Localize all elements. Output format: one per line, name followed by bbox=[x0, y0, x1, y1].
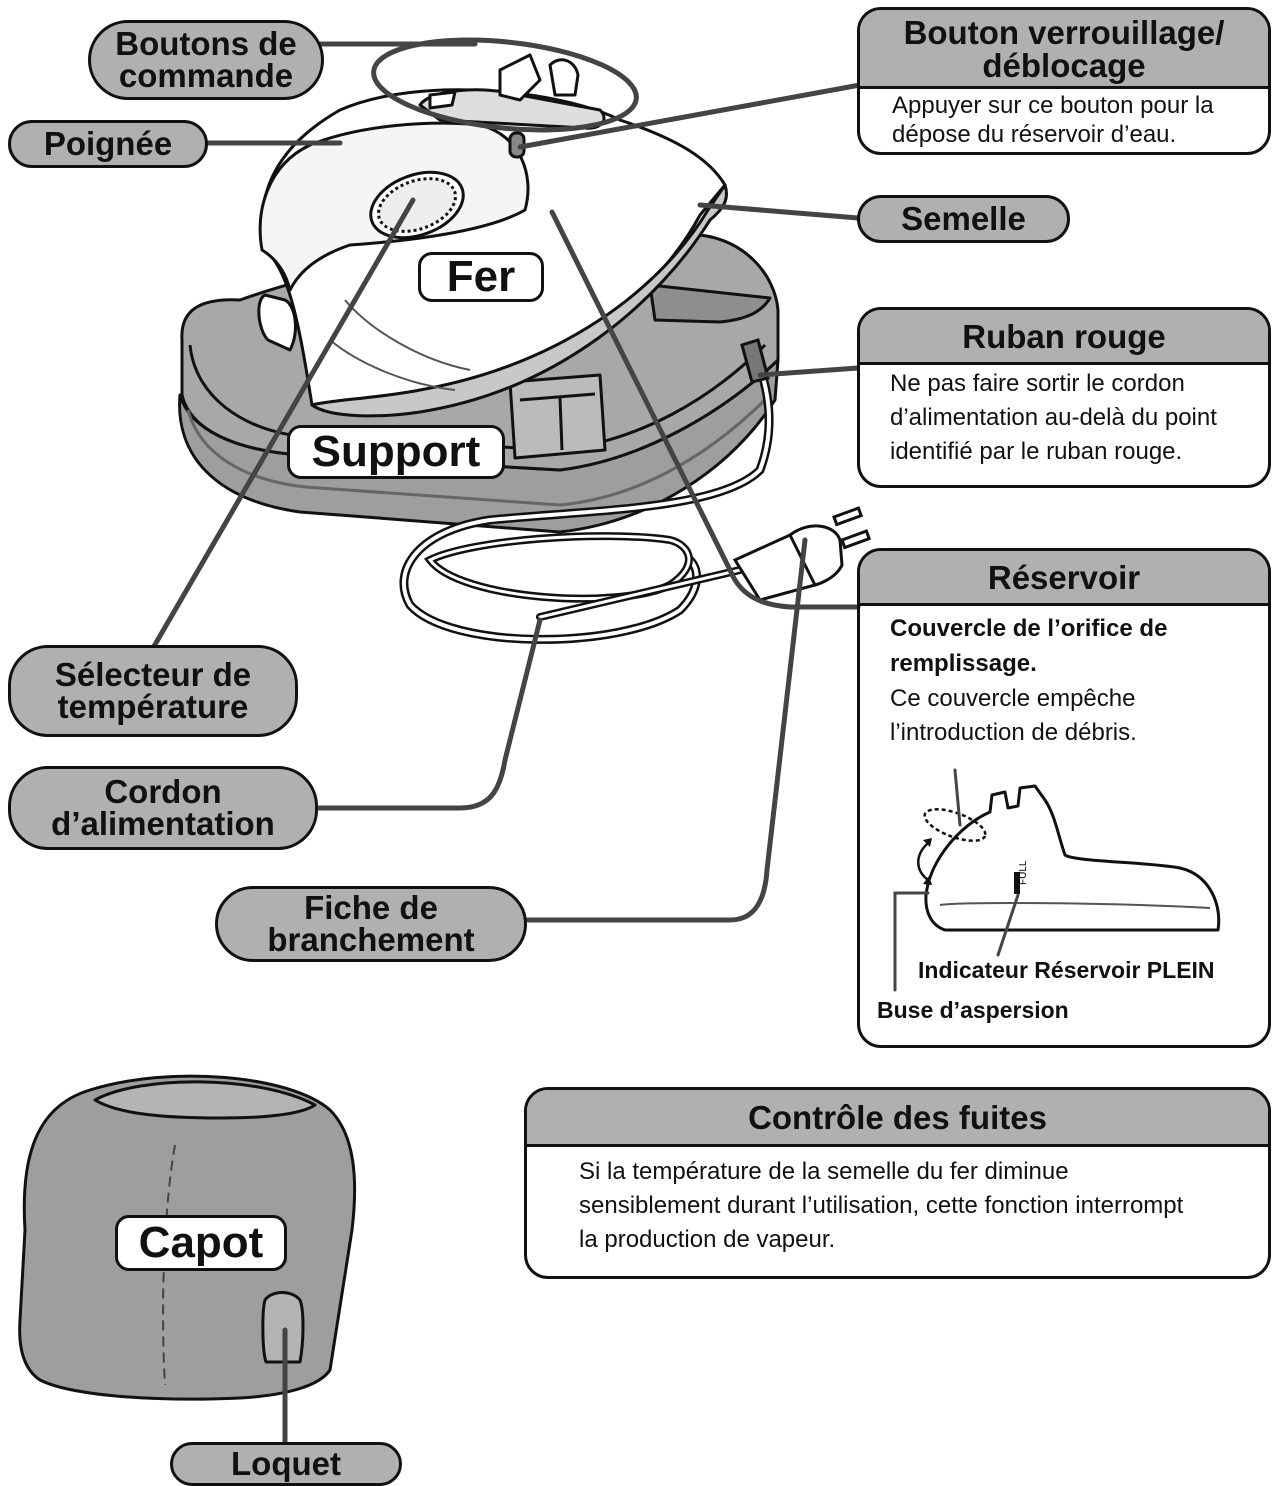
leader-semelle bbox=[700, 205, 858, 218]
box-ruban-rouge-title: Ruban rouge bbox=[860, 310, 1268, 365]
box-controle-fuites-body: Si la température de la semelle du fer d… bbox=[527, 1147, 1268, 1257]
box-reservoir-title: Réservoir bbox=[860, 551, 1268, 606]
box-bouton-verrouillage: Bouton verrouillage/ déblocage Appuyer s… bbox=[857, 7, 1271, 155]
label-buse-aspersion: Buse d’aspersion bbox=[877, 997, 1069, 1024]
tag-capot: Capot bbox=[115, 1215, 287, 1271]
label-poignee: Poignée bbox=[8, 120, 208, 168]
box-bouton-verrouillage-body: Appuyer sur ce bouton pour la dépose du … bbox=[860, 89, 1268, 150]
label-loquet: Loquet bbox=[170, 1442, 402, 1486]
box-controle-fuites-title: Contrôle des fuites bbox=[527, 1090, 1268, 1147]
reservoir-subtitle: Couvercle de l’orifice de remplissage. bbox=[890, 612, 1268, 682]
box-ruban-rouge: Ruban rouge Ne pas faire sortir le cordo… bbox=[857, 307, 1271, 488]
tag-support: Support bbox=[287, 425, 505, 479]
box-ruban-rouge-body: Ne pas faire sortir le cordon d’alimenta… bbox=[860, 365, 1268, 469]
box-controle-fuites: Contrôle des fuites Si la température de… bbox=[524, 1087, 1271, 1279]
leader-cordon bbox=[318, 620, 540, 808]
box-bouton-verrouillage-title: Bouton verrouillage/ déblocage bbox=[860, 10, 1268, 89]
tag-fer: Fer bbox=[418, 252, 544, 302]
box-reservoir-body: Couvercle de l’orifice de remplissage. C… bbox=[860, 606, 1268, 751]
label-semelle: Semelle bbox=[857, 195, 1070, 243]
label-indicateur-plein: Indicateur Réservoir PLEIN bbox=[918, 957, 1215, 984]
